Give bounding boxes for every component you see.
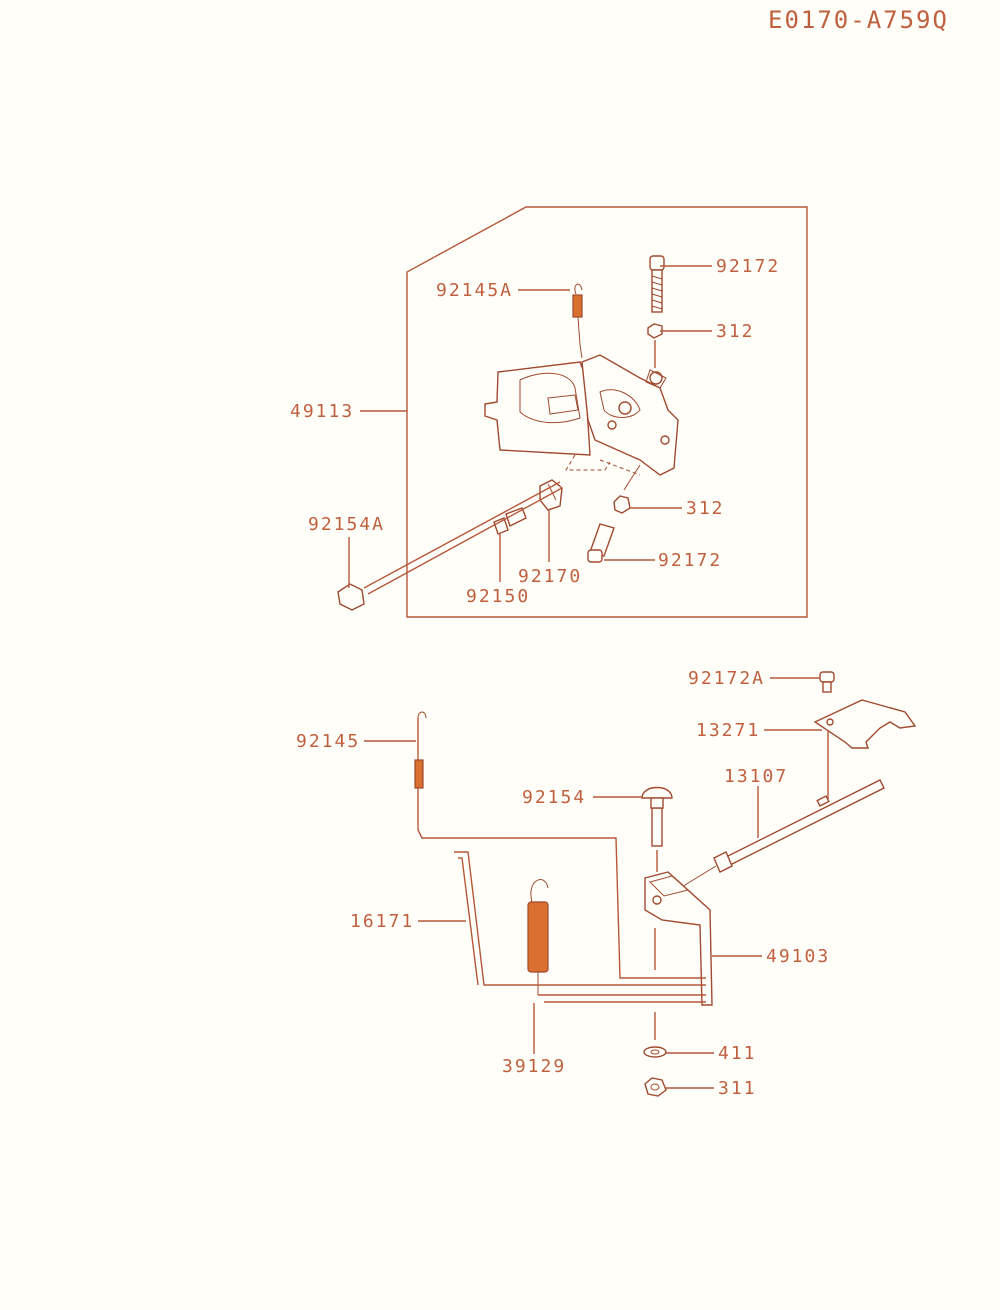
label-311: 311 <box>718 1078 757 1099</box>
label-13107: 13107 <box>724 766 788 787</box>
label-13271: 13271 <box>696 720 760 741</box>
bolt-92154A <box>337 481 563 611</box>
label-92154A: 92154A <box>308 514 385 535</box>
label-92170: 92170 <box>518 566 582 587</box>
label-16171: 16171 <box>350 911 414 932</box>
label-49113: 49113 <box>290 401 354 422</box>
shaft-13107 <box>679 779 885 889</box>
lever-49103 <box>644 871 713 1006</box>
label-312-mid: 312 <box>686 498 725 519</box>
label-92145A: 92145A <box>436 280 513 301</box>
label-39129: 39129 <box>502 1056 566 1077</box>
label-312-top: 312 <box>716 321 755 342</box>
upper-leaders <box>348 265 712 588</box>
upper-bracket-assembly <box>484 354 679 476</box>
rod-92145 <box>414 711 706 979</box>
label-92145: 92145 <box>296 731 360 752</box>
label-92172A: 92172A <box>688 668 765 689</box>
bolt-92154 <box>641 786 673 872</box>
screw-92172A <box>819 671 835 693</box>
bolt-92172-top <box>649 255 665 313</box>
nut-311 <box>644 1077 667 1097</box>
washer-411 <box>643 1012 667 1058</box>
connecting-bar <box>490 984 706 1003</box>
bolt-92172-mid <box>587 523 615 563</box>
label-92150: 92150 <box>466 586 530 607</box>
label-411: 411 <box>718 1043 757 1064</box>
label-49103: 49103 <box>766 946 830 967</box>
nut-312-top <box>647 323 663 368</box>
bolt-92150 <box>493 507 527 535</box>
nut-312-mid <box>613 464 641 514</box>
label-92154: 92154 <box>522 787 586 808</box>
spring-39129 <box>527 879 549 995</box>
lower-leaders <box>364 677 822 1089</box>
label-92172-mid: 92172 <box>658 550 722 571</box>
clip-92170 <box>539 479 563 511</box>
spring-92145A <box>572 283 583 359</box>
upper-assembly-frame <box>406 206 808 618</box>
plate-13271 <box>813 699 917 800</box>
rod-16171 <box>454 851 490 986</box>
label-92172-top: 92172 <box>716 256 780 277</box>
diagram-code: E0170-A759Q <box>768 6 949 34</box>
